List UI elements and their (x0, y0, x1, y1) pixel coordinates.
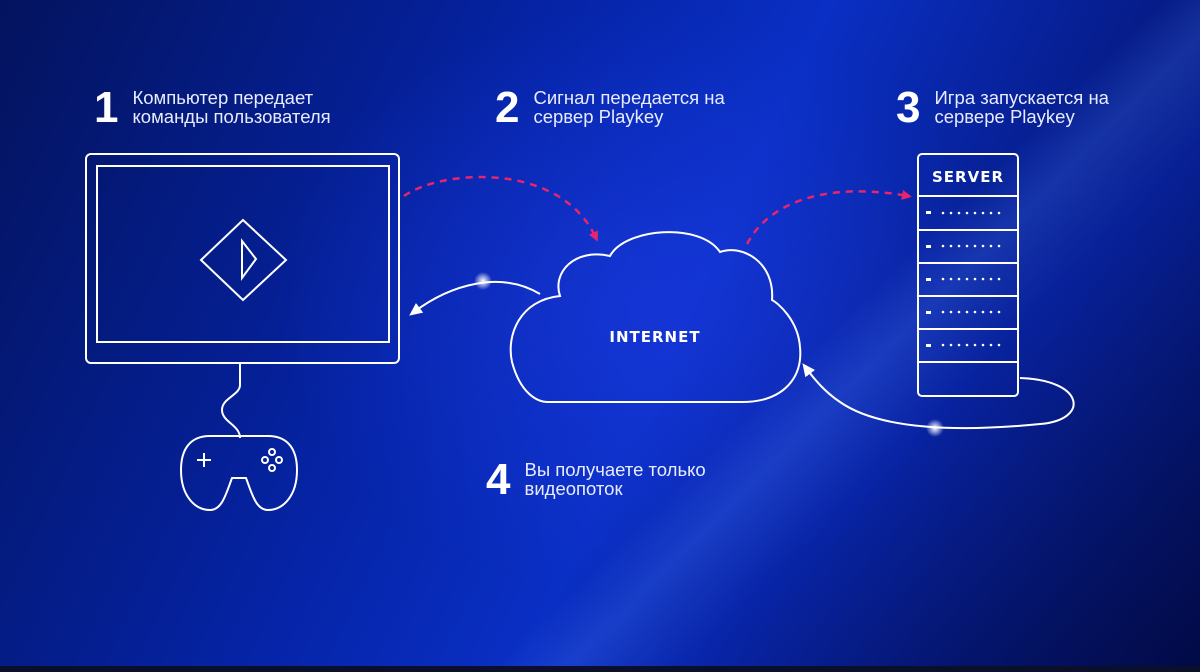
server-icon: SERVER (917, 153, 1019, 397)
step-3-text: Игра запускается на сервере Playkey (934, 87, 1109, 127)
step-4-number: 4 (486, 455, 511, 504)
server-label: SERVER (932, 168, 1004, 186)
step-1-number: 1 (94, 83, 119, 132)
cloud-icon: INTERNET (509, 231, 802, 403)
gamepad-icon (179, 435, 299, 512)
step-2: 2 Сигнал передается на сервер Playkey (495, 84, 725, 130)
step-4: 4 Вы получаете только видеопоток (486, 456, 706, 502)
step-1: 1 Компьютер передает команды пользовател… (94, 84, 331, 130)
step-2-text: Сигнал передается на сервер Playkey (533, 87, 725, 127)
play-logo-icon (199, 218, 288, 302)
step-3: 3 Игра запускается на сервере Playkey (896, 84, 1109, 130)
step-2-number: 2 (495, 83, 520, 132)
step-3-number: 3 (896, 83, 921, 132)
step-1-text: Компьютер передает команды пользователя (132, 87, 331, 127)
monitor-icon (85, 153, 400, 439)
arrow-server-to-cloud (802, 363, 1075, 430)
internet-label: INTERNET (609, 328, 700, 346)
bottom-bar (0, 666, 1200, 672)
glow-spot (474, 272, 492, 290)
glow-spot (926, 419, 944, 437)
step-4-text: Вы получаете только видеопоток (524, 459, 706, 499)
arrow-monitor-to-cloud (403, 175, 599, 242)
arrow-cloud-to-server (745, 190, 912, 245)
